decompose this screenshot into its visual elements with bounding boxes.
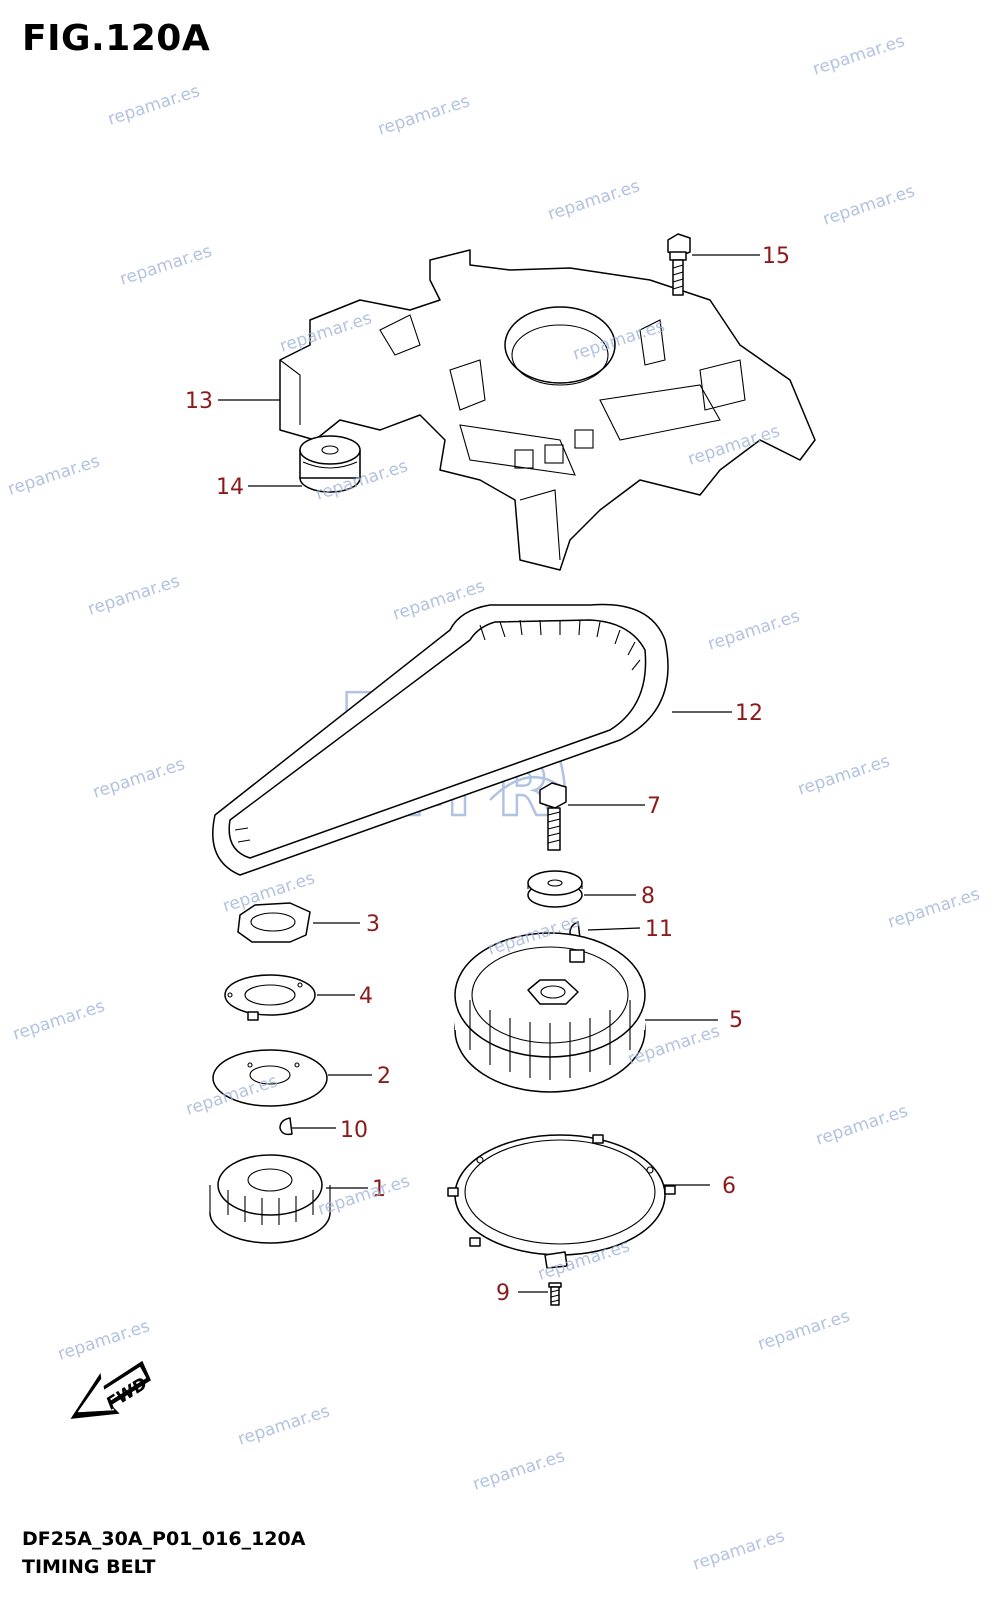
lock-washer-4 xyxy=(224,974,316,1021)
watermark-text: repamar.es xyxy=(755,1306,852,1355)
watermark-text: repamar.es xyxy=(813,1101,910,1150)
key-10 xyxy=(279,1117,293,1136)
fwd-arrow-icon: FWD xyxy=(70,1360,151,1419)
callout-6: 6 xyxy=(722,1174,736,1199)
callout-3: 3 xyxy=(366,912,380,937)
bolt-7 xyxy=(539,782,567,851)
callout-12: 12 xyxy=(735,701,763,726)
callout-15: 15 xyxy=(762,244,790,269)
watermark-text: repamar.es xyxy=(690,1526,787,1575)
watermark-text: repamar.es xyxy=(810,31,907,80)
watermark-text: repamar.es xyxy=(5,451,102,500)
watermark-text: repamar.es xyxy=(885,884,982,933)
watermark-text: repamar.es xyxy=(55,1316,152,1365)
bolt-15 xyxy=(667,233,691,296)
watermark-text: repamar.es xyxy=(705,606,802,655)
callout-1: 1 xyxy=(372,1177,386,1202)
timing-belt-cover xyxy=(279,249,816,571)
screw-9 xyxy=(548,1282,562,1306)
watermark-text: repamar.es xyxy=(545,176,642,225)
watermark-text: repamar.es xyxy=(795,751,892,800)
plate-2 xyxy=(212,1049,328,1107)
watermark-text: repamar.es xyxy=(820,181,917,230)
callout-7: 7 xyxy=(647,794,661,819)
callout-10: 10 xyxy=(340,1118,368,1143)
timing-belt-12 xyxy=(212,603,669,876)
callout-labels: 15 13 14 12 7 8 11 3 4 5 2 10 1 6 9 xyxy=(185,244,790,1306)
watermark-text: repamar.es xyxy=(90,754,187,803)
crank-pulley-1 xyxy=(209,1154,331,1244)
sensor-ring-6 xyxy=(447,1134,676,1269)
callout-9: 9 xyxy=(496,1281,510,1306)
leader-lines xyxy=(218,254,760,1293)
callout-2: 2 xyxy=(377,1064,391,1089)
callout-8: 8 xyxy=(641,884,655,909)
washer-8 xyxy=(527,870,583,908)
callout-11: 11 xyxy=(645,917,673,942)
callout-13: 13 xyxy=(185,389,213,414)
watermark-text: repamar.es xyxy=(470,1446,567,1495)
callout-5: 5 xyxy=(729,1008,743,1033)
nut-3 xyxy=(237,902,311,943)
figure-name: TIMING BELT xyxy=(22,1556,156,1578)
watermark-text: repamar.es xyxy=(235,1401,332,1450)
figure-code: DF25A_30A_P01_016_120A xyxy=(22,1528,306,1550)
watermark-text: repamar.es xyxy=(85,571,182,620)
figure-title: FIG.120A xyxy=(22,18,211,59)
callout-14: 14 xyxy=(216,475,244,500)
watermark-text: repamar.es xyxy=(117,241,214,290)
watermark-text: repamar.es xyxy=(375,91,472,140)
callout-4: 4 xyxy=(359,984,373,1009)
watermark-text: repamar.es xyxy=(315,1171,412,1220)
grommet-14 xyxy=(299,435,361,493)
watermark-text: repamar.es xyxy=(10,996,107,1045)
watermark-text: repamar.es xyxy=(105,81,202,130)
camshaft-pulley-5 xyxy=(454,932,646,1093)
